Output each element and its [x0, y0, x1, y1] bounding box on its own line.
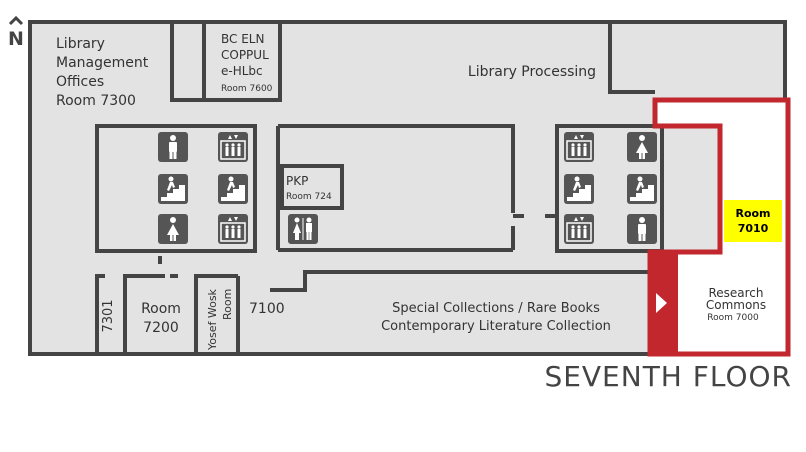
north-label: N [8, 28, 24, 50]
label-special-collections[interactable]: Special Collections / Rare Books Contemp… [381, 301, 611, 334]
north-chevron-icon [8, 15, 24, 26]
label-line: Special Collections / Rare Books [392, 301, 600, 316]
label-line: Room 7000 [707, 313, 759, 323]
label-line: COPPUL [221, 48, 269, 62]
stairs-icon [218, 174, 248, 204]
label-line: 7200 [143, 320, 179, 336]
woman-restroom-icon [158, 214, 188, 244]
stairs-icon [158, 174, 188, 204]
stairs-icon [564, 174, 594, 204]
label-yosef-wosk-room[interactable]: Yosef Wosk Room [206, 288, 234, 351]
label-line: Room [141, 301, 181, 317]
label-room-7100[interactable]: 7100 [249, 301, 285, 317]
label-line: 7010 [738, 222, 769, 235]
label-room-7301[interactable]: 7301 [101, 299, 116, 332]
center-block [278, 124, 515, 252]
label-room-7200[interactable]: Room 7200 [141, 301, 181, 336]
entrance-arrow-icon [656, 293, 667, 313]
label-bceln[interactable]: BC ELN COPPUL e-HLbc Room 7600 [221, 32, 273, 94]
restrooms-icon [288, 214, 318, 244]
elevator-icon [218, 132, 248, 162]
label-line: PKP [286, 174, 308, 188]
room-pkp [280, 164, 344, 210]
room-7010[interactable] [724, 200, 782, 242]
north-arrow: N [8, 15, 24, 50]
label-line: Library [56, 36, 105, 52]
label-room-7010[interactable]: Room 7010 [735, 207, 770, 235]
label-line: Room [221, 289, 234, 320]
stairs-icon [627, 174, 657, 204]
woman-restroom-icon [627, 132, 657, 162]
label-research-commons[interactable]: Research Commons Room 7000 [706, 286, 766, 323]
label-line: Commons [706, 298, 766, 312]
floor-title: SEVENTH FLOOR [544, 360, 792, 393]
label-line: Yosef Wosk [206, 288, 219, 351]
label-management[interactable]: Library Management Offices Room 7300 [56, 36, 149, 109]
label-line: Room 724 [286, 192, 332, 202]
wall [608, 22, 655, 94]
label-pkp[interactable]: PKP Room 724 [286, 174, 332, 202]
elevator-icon [564, 132, 594, 162]
label-line: Offices [56, 74, 104, 90]
label-line: Management [56, 55, 149, 71]
label-line: e-HLbc [221, 64, 263, 78]
elevator-icon [218, 214, 248, 244]
label-line: Room 7300 [56, 93, 136, 109]
man-restroom-icon [627, 214, 657, 244]
label-line: Room [735, 207, 770, 220]
elevator-icon [564, 214, 594, 244]
man-restroom-icon [158, 132, 188, 162]
label-line: BC ELN [221, 32, 264, 46]
label-library-processing[interactable]: Library Processing [468, 64, 596, 80]
room-bceln [170, 20, 282, 102]
south-rooms-walls [95, 256, 648, 354]
label-line: Research [708, 286, 763, 300]
label-line: Contemporary Literature Collection [381, 319, 611, 334]
label-line: Room 7600 [221, 84, 273, 94]
